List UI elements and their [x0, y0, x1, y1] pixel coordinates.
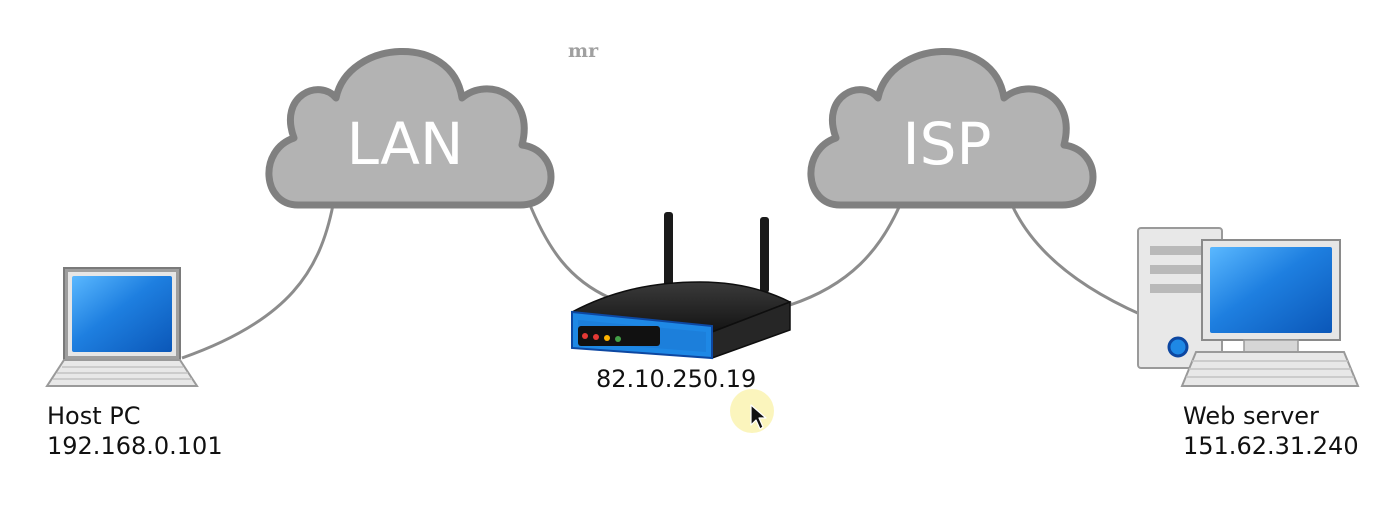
- mouse-cursor-icon: [730, 389, 774, 433]
- cable-isp-to-server: [1010, 204, 1143, 317]
- laptop-icon: [45, 267, 199, 387]
- isp-cloud: ISP: [807, 48, 1097, 209]
- router-icon: [571, 212, 792, 360]
- cable-lan-to-router: [526, 199, 611, 300]
- lan-cloud-label: LAN: [347, 110, 464, 178]
- host-pc-ip-label: 192.168.0.101: [47, 432, 223, 460]
- desktop-computer-icon: [1137, 227, 1360, 387]
- cable-host-to-lan: [181, 204, 335, 360]
- web-server-ip-label: 151.62.31.240: [1183, 432, 1359, 460]
- isp-cloud-shape: [807, 48, 1097, 209]
- router-ip-label: 82.10.250.19: [596, 365, 757, 393]
- watermark: mr: [568, 40, 599, 62]
- cable-router-to-isp: [789, 204, 902, 307]
- host-pc-name-label: Host PC: [47, 402, 141, 430]
- lan-cloud-shape: [265, 48, 555, 209]
- lan-cloud: LAN: [265, 48, 555, 209]
- isp-cloud-label: ISP: [903, 110, 992, 178]
- cables: [181, 199, 1143, 360]
- web-server-name-label: Web server: [1183, 402, 1319, 430]
